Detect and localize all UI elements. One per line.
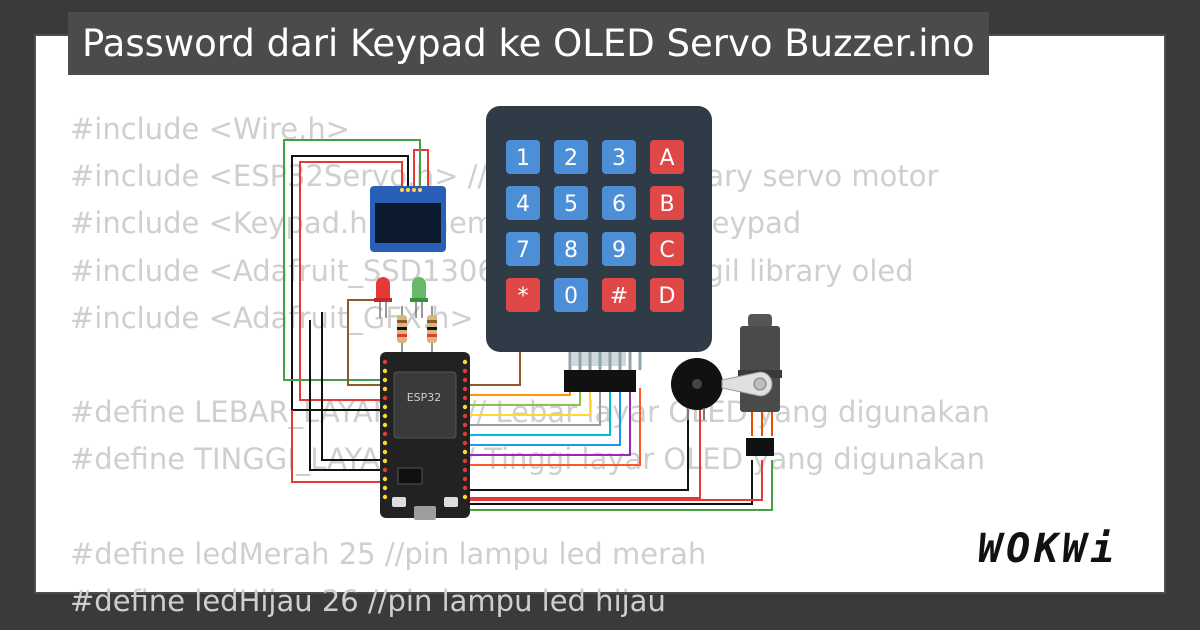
keypad-key-label: 8	[564, 238, 578, 263]
keypad-key-7[interactable]: 7	[506, 232, 540, 266]
code-line: #define ledMerah 25 //pin lampu led mera…	[70, 536, 707, 571]
esp32-board: ESP32	[380, 352, 470, 520]
keypad-key-*[interactable]: *	[506, 278, 540, 312]
keypad-key-label: 6	[612, 192, 626, 217]
keypad-key-label: 7	[516, 238, 530, 263]
code-line: #define ledHijau 26 //pin lampu led hija…	[70, 583, 666, 618]
keypad-key-label: C	[659, 238, 674, 263]
keypad-key-label: #	[610, 284, 628, 309]
buzzer	[671, 358, 723, 420]
keypad-key-label: *	[518, 284, 529, 309]
keypad-key-0[interactable]: 0	[554, 278, 588, 312]
wire-led-gnd-2	[309, 320, 383, 471]
keypad-key-label: 1	[516, 146, 530, 171]
servo-motor	[721, 314, 782, 456]
wire-oled-sda	[283, 139, 421, 381]
keypad-key-label: B	[659, 192, 674, 217]
keypad-key-label: 4	[516, 192, 530, 217]
keypad-key-label: 2	[564, 146, 578, 171]
led-green	[410, 277, 428, 318]
wire-brown	[347, 299, 392, 386]
keypad-key-label: 9	[612, 238, 626, 263]
keypad-key-label: 5	[564, 192, 578, 217]
keypad-key-8[interactable]: 8	[554, 232, 588, 266]
keypad-key-#[interactable]: #	[602, 278, 636, 312]
wokwi-logo: WOKWi	[978, 526, 1119, 572]
esp32-label: ESP32	[407, 391, 442, 404]
wire-oled-vcc	[299, 161, 403, 401]
resistor-2	[427, 306, 437, 354]
keypad-key-D[interactable]: D	[650, 278, 684, 312]
oled-display	[370, 186, 446, 252]
code-preview: #include <Wire.h>#include <ESP32Servo.h>…	[70, 106, 990, 625]
keypad-key-A[interactable]: A	[650, 140, 684, 174]
keypad-key-2[interactable]: 2	[554, 140, 588, 174]
led-red	[374, 277, 392, 318]
keypad-key-B[interactable]: B	[650, 186, 684, 220]
keypad-key-4[interactable]: 4	[506, 186, 540, 220]
keypad-key-label: 3	[612, 146, 626, 171]
keypad-membrane: 1 2 3 A 4 5 6 B 7 8 9 C * 0 # D	[486, 106, 712, 392]
keypad-key-6[interactable]: 6	[602, 186, 636, 220]
keypad-key-label: A	[659, 146, 674, 171]
keypad-key-5[interactable]: 5	[554, 186, 588, 220]
keypad-key-label: D	[659, 284, 676, 309]
project-title: Password dari Keypad ke OLED Servo Buzze…	[68, 12, 989, 75]
keypad-key-9[interactable]: 9	[602, 232, 636, 266]
resistor-1	[397, 306, 407, 354]
wire-led-gnd-1	[321, 312, 383, 461]
keypad-key-3[interactable]: 3	[602, 140, 636, 174]
keypad-key-label: 0	[564, 284, 578, 309]
keypad-key-C[interactable]: C	[650, 232, 684, 266]
keypad-key-1[interactable]: 1	[506, 140, 540, 174]
